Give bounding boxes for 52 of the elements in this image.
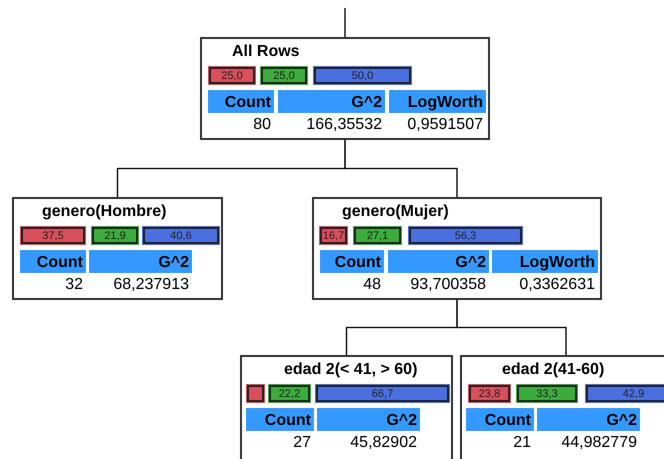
proportion-bar: 33,3 [516,384,578,403]
proportion-bar: 42,9 [585,384,664,403]
table-value: 48 [362,275,382,295]
split-node-box [200,37,490,140]
proportion-bar: 27,1 [353,226,402,245]
proportion-bar: 56,3 [408,226,523,245]
table-value: 44,982779 [560,433,638,453]
split-node-box [240,355,453,459]
column-header: LogWorth [492,250,598,273]
column-header: G^2 [317,408,420,431]
table-value: 45,82902 [349,433,418,453]
column-header: G^2 [388,250,489,273]
proportion-bar: 21,9 [91,226,139,245]
proportion-bar: 22,2 [268,384,311,403]
proportion-bar: 40,6 [142,226,220,245]
table-value: 80 [252,115,272,135]
node-title: edad 2(< 41, > 60) [284,360,418,380]
split-node-box [12,197,223,300]
proportion-bar: 25,0 [208,66,256,85]
proportion-bar: 25,0 [260,66,308,85]
column-header: Count [320,250,384,273]
column-header: LogWorth [389,90,486,113]
column-header: G^2 [537,408,640,431]
proportion-bar: 50,0 [313,66,412,85]
proportion-bar [246,384,265,403]
proportion-bar: 16,7 [319,226,348,245]
table-value: 32 [64,275,84,295]
split-node-box [460,355,664,459]
table-value: 0,9591507 [406,115,484,135]
node-title: All Rows [232,42,300,62]
table-value: 68,237913 [112,275,190,295]
column-header: Count [246,408,314,431]
column-header: Count [208,90,274,113]
column-header: G^2 [278,90,385,113]
column-header: Count [466,408,534,431]
node-title: genero(Hombre) [42,202,166,222]
column-header: Count [20,250,86,273]
table-value: 27 [292,433,312,453]
node-title: genero(Mujer) [342,202,449,222]
table-value: 166,35532 [305,115,383,135]
tree-connector [344,140,458,197]
table-value: 0,3362631 [518,275,596,295]
table-value: 21 [512,433,532,453]
split-node-box [312,197,602,300]
tree-connector [344,8,346,37]
proportion-bar: 66,7 [315,384,450,403]
proportion-bar: 37,5 [20,226,86,245]
node-title: edad 2(41-60) [502,360,604,380]
tree-connector [456,300,567,355]
table-value: 93,700358 [409,275,487,295]
proportion-bar: 23,8 [468,384,511,403]
column-header: G^2 [89,250,192,273]
